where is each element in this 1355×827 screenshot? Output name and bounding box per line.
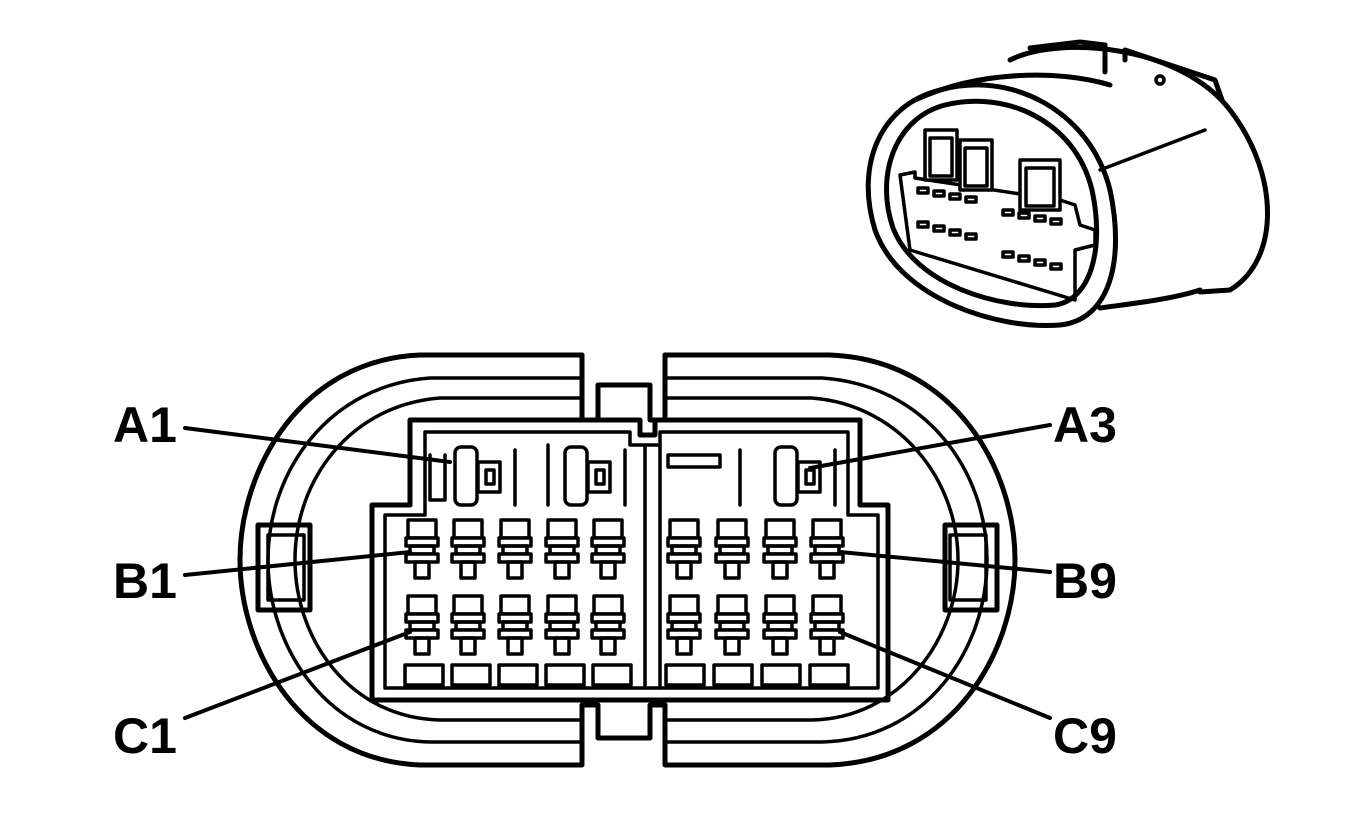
- terminal-cavity: [809, 518, 845, 580]
- terminal-cavity: [404, 518, 440, 580]
- a-row-cavities: [428, 443, 837, 507]
- terminal-cavity: [404, 594, 440, 656]
- terminal-cavity: [714, 518, 750, 580]
- terminal-cavity: [666, 594, 702, 656]
- leader-c1: [183, 630, 412, 720]
- terminal-grid: [404, 518, 845, 656]
- leader-lines: [183, 423, 1052, 720]
- terminal-cavity: [809, 594, 845, 656]
- terminal-cavity: [666, 518, 702, 580]
- terminal-cavity: [544, 594, 580, 656]
- connector-isometric-view: [865, 39, 1270, 329]
- terminal-cavity: [762, 594, 798, 656]
- label-a1: A1: [113, 397, 177, 453]
- label-b1: B1: [113, 553, 177, 609]
- terminal-cavity: [714, 594, 750, 656]
- bottom-slots: [403, 663, 850, 687]
- label-c9: C9: [1053, 708, 1117, 764]
- leader-a3: [808, 423, 1052, 470]
- terminal-cavity: [762, 518, 798, 580]
- terminal-cavity: [590, 518, 626, 580]
- terminal-cavity: [544, 518, 580, 580]
- label-a3: A3: [1053, 397, 1117, 453]
- label-b9: B9: [1053, 553, 1117, 609]
- terminal-cavity: [450, 594, 486, 656]
- terminal-cavity: [450, 518, 486, 580]
- terminal-cavity: [590, 594, 626, 656]
- terminal-cavity: [497, 594, 533, 656]
- label-c1: C1: [113, 708, 177, 764]
- leader-b1: [183, 550, 412, 577]
- connector-face-view: [237, 352, 1018, 768]
- iso-pin-row-lower: [916, 220, 1063, 271]
- leader-c9: [838, 630, 1052, 720]
- terminal-cavity: [497, 518, 533, 580]
- leader-a1: [183, 426, 452, 464]
- iso-pin-row-upper: [916, 186, 1063, 226]
- leader-b9: [838, 550, 1052, 574]
